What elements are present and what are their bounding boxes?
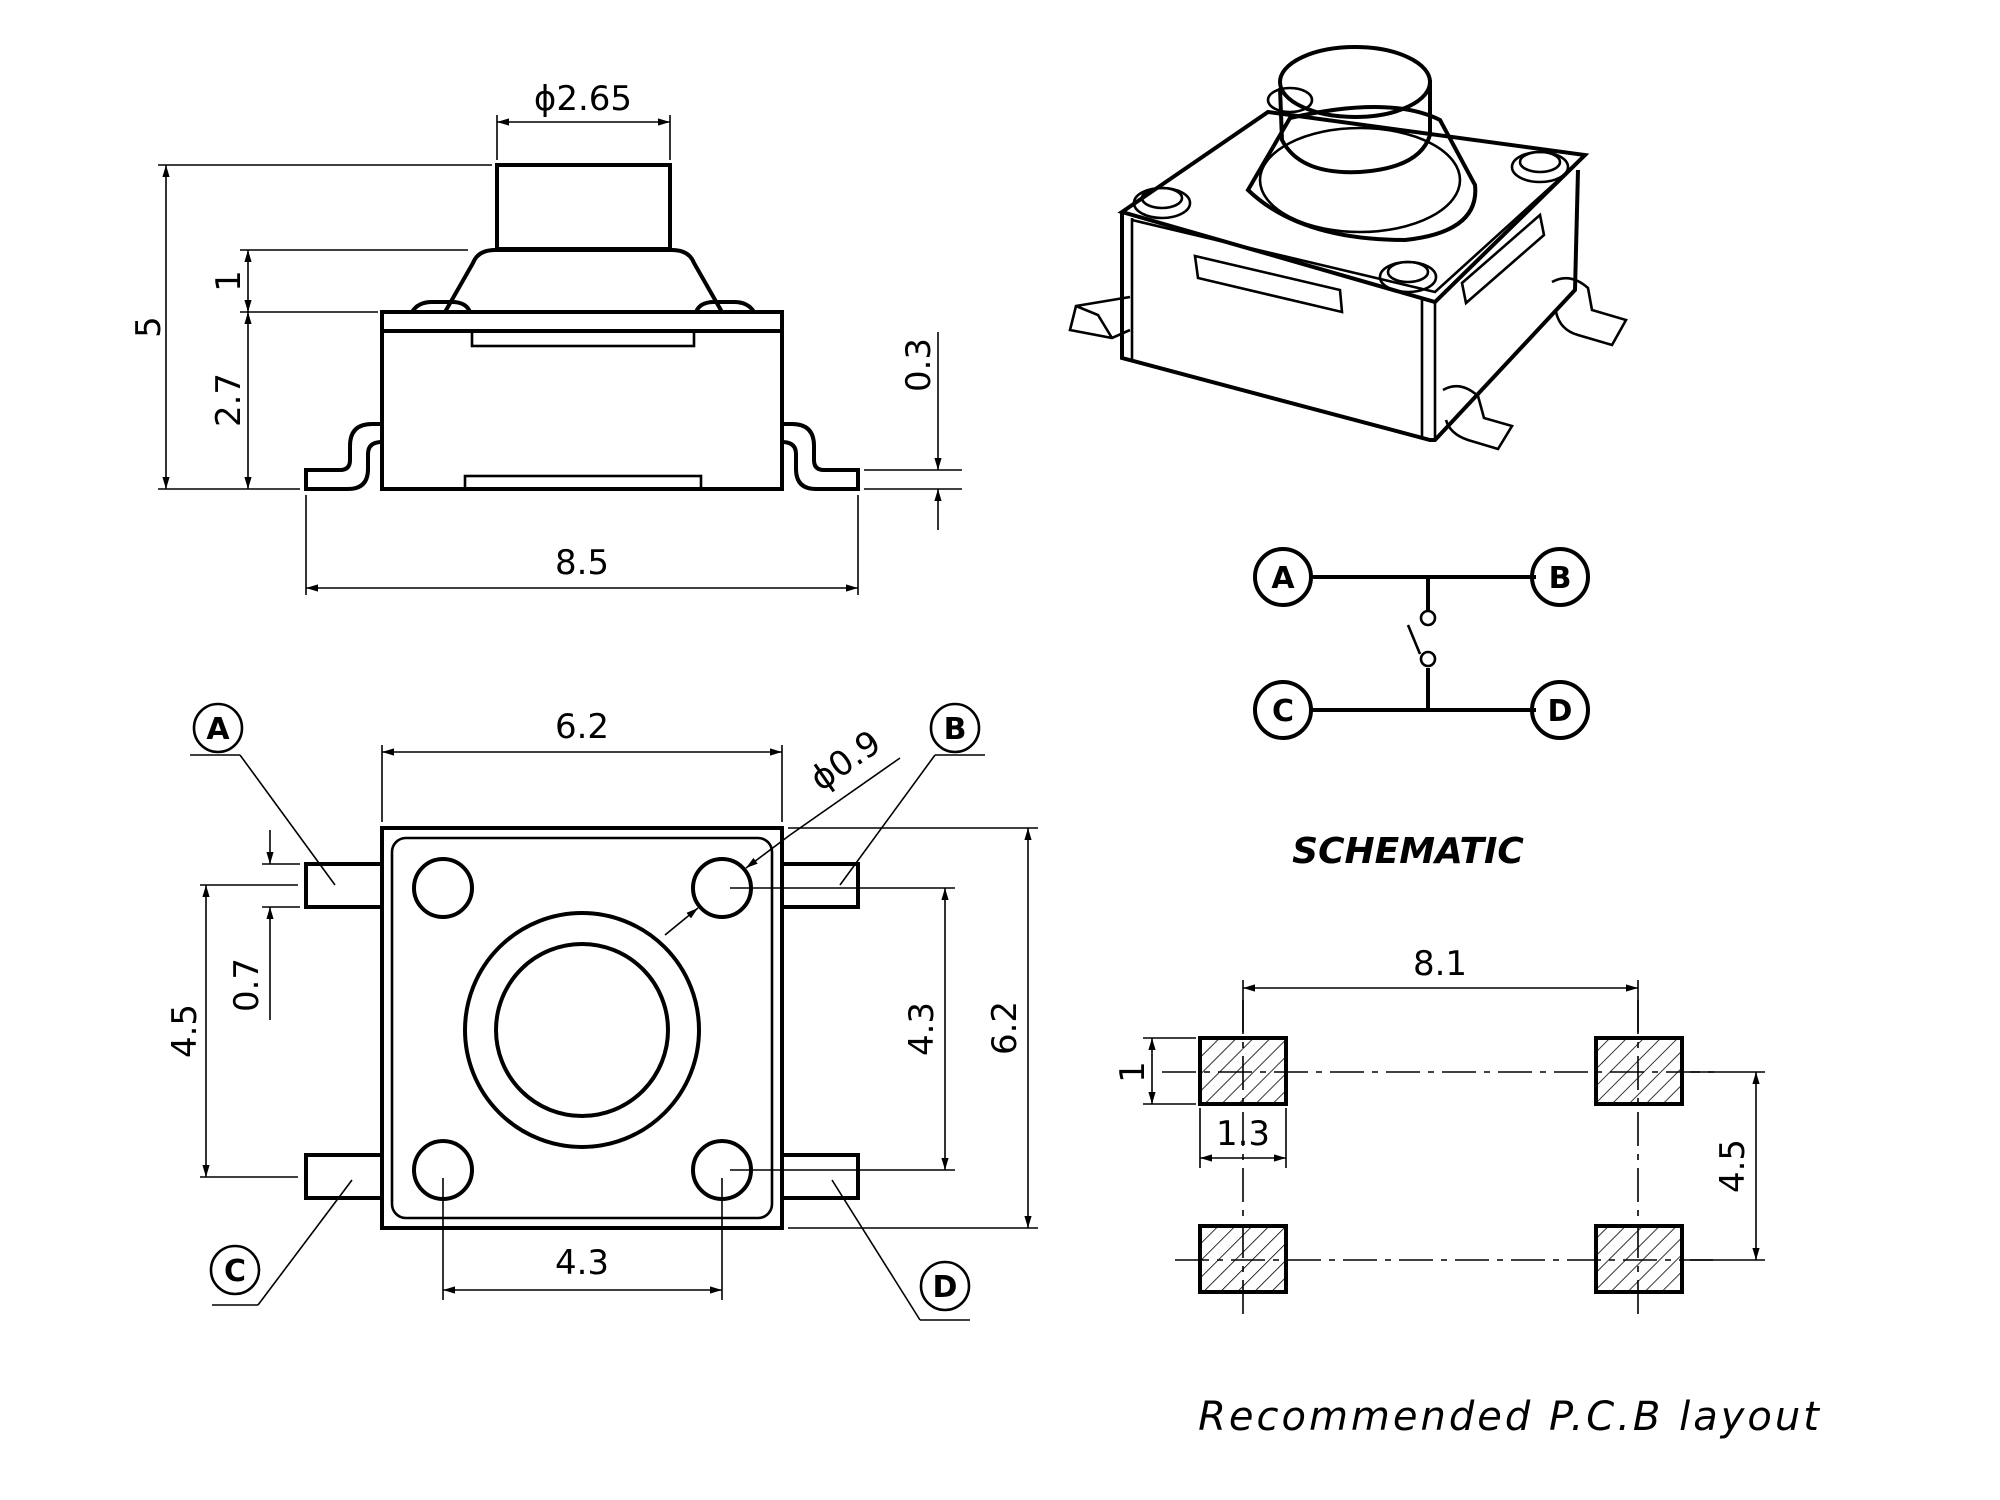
dim-pin-pitch-right: 4.3 xyxy=(902,1002,942,1056)
dim-cap-height: 1 xyxy=(209,270,249,292)
schematic-pin-c: C xyxy=(1253,680,1313,740)
iso-body xyxy=(1120,169,1580,442)
schematic-pin-a: A xyxy=(1253,547,1313,607)
pcb-pad-bottom-left xyxy=(1198,1224,1288,1294)
lead-right xyxy=(781,422,860,491)
lead-left xyxy=(304,422,383,491)
schematic: A B C D SCHEMATIC xyxy=(1253,547,1590,872)
dim-pad-span: 8.1 xyxy=(1413,944,1467,984)
dim-body-height: 2.7 xyxy=(209,373,249,427)
side-view: ϕ2.65 5 1 2.7 0.3 8.5 xyxy=(129,79,962,595)
dim-pad-pitch: 4.5 xyxy=(1713,1139,1753,1193)
iso-plunger xyxy=(1278,80,1432,175)
dim-hole-spacing: 4.3 xyxy=(555,1243,609,1283)
pcb-pad-top-left xyxy=(1198,1036,1288,1106)
svg-text:C: C xyxy=(1272,694,1294,729)
switch-body xyxy=(380,329,784,491)
pin-callout-c: C xyxy=(209,1179,353,1306)
svg-text:A: A xyxy=(206,712,230,747)
dim-pad-height: 1 xyxy=(1113,1061,1153,1083)
dim-overall-width: 8.5 xyxy=(555,543,609,583)
top-view: 6.2 ϕ0.9 6.2 4.5 0.7 4.3 4.3 A B C xyxy=(165,702,1038,1321)
dim-hole-diameter: ϕ0.9 xyxy=(803,723,889,800)
svg-text:B: B xyxy=(944,712,967,747)
pcb-layout-note: Recommended P.C.B layout xyxy=(1198,1394,1822,1440)
svg-text:C: C xyxy=(224,1254,246,1289)
pin-callout-b: B xyxy=(839,702,985,886)
top-body xyxy=(380,826,784,1230)
svg-text:D: D xyxy=(933,1270,958,1305)
dim-body-height-top: 6.2 xyxy=(985,1001,1025,1055)
pcb-pad-bottom-right xyxy=(1594,1224,1684,1294)
pin-callout-a: A xyxy=(190,702,336,886)
dim-total-height: 5 xyxy=(129,316,169,338)
top-cap-ring xyxy=(463,911,701,1149)
dim-body-width: 6.2 xyxy=(555,707,609,747)
dim-lead-thickness: 0.3 xyxy=(899,338,939,392)
dim-plunger-diameter: ϕ2.65 xyxy=(534,79,632,119)
pcb-pad-top-right xyxy=(1594,1036,1684,1106)
schematic-pin-d: D xyxy=(1530,680,1590,740)
pin-c-lead xyxy=(304,1153,384,1200)
dim-pin-width: 0.7 xyxy=(227,958,267,1012)
svg-text:A: A xyxy=(1271,561,1295,596)
cap-dome xyxy=(443,248,724,313)
dim-pin-pitch-left: 4.5 xyxy=(165,1004,205,1058)
isometric-view xyxy=(1068,45,1628,451)
dim-pad-width: 1.3 xyxy=(1216,1114,1270,1154)
schematic-pin-b: B xyxy=(1530,547,1590,607)
plunger xyxy=(495,163,672,251)
pin-callout-d: D xyxy=(831,1179,971,1321)
pin-a-lead xyxy=(304,862,384,909)
svg-text:D: D xyxy=(1548,694,1573,729)
pin-d-lead xyxy=(780,1153,860,1200)
svg-text:B: B xyxy=(1549,561,1572,596)
schematic-title: SCHEMATIC xyxy=(1292,831,1524,872)
top-plunger xyxy=(494,942,670,1118)
pcb-layout: 8.1 1 1.3 4.5 Recommended P.C.B layout xyxy=(1113,944,1822,1440)
pin-b-lead xyxy=(780,862,860,909)
